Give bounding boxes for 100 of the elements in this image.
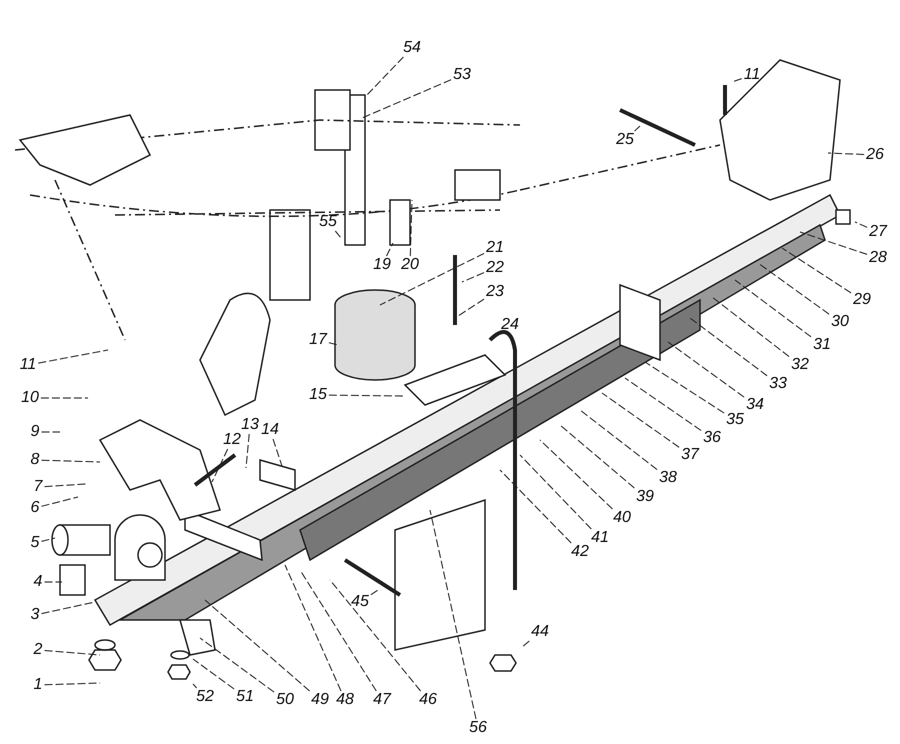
callout-number: 54 xyxy=(403,40,421,56)
callout-number: 21 xyxy=(486,240,504,256)
leader-line xyxy=(690,318,768,376)
leader-line xyxy=(366,56,404,96)
leader-line xyxy=(758,262,830,315)
leader-line xyxy=(458,298,485,316)
callout-number: 34 xyxy=(746,397,764,413)
leader-line xyxy=(300,570,377,692)
leader-line xyxy=(204,600,310,692)
leader-line xyxy=(712,296,790,358)
leader-line xyxy=(284,564,342,692)
leader-line xyxy=(520,640,530,648)
leader-line xyxy=(644,362,725,414)
callout-number: 29 xyxy=(853,292,871,308)
leader-line xyxy=(44,650,100,656)
leader-line xyxy=(334,230,342,238)
callout-number: 4 xyxy=(34,574,42,590)
callout-number: 33 xyxy=(769,376,787,392)
callout-number: 50 xyxy=(276,692,294,708)
leader-line xyxy=(410,200,412,256)
callout-number: 40 xyxy=(613,510,631,526)
callout-number: 25 xyxy=(616,132,634,148)
callout-number: 31 xyxy=(813,337,831,353)
leader-line xyxy=(41,602,96,614)
leader-line xyxy=(500,470,572,544)
leader-line xyxy=(828,152,865,155)
callout-number: 5 xyxy=(30,535,40,551)
callout-number: 48 xyxy=(336,692,354,708)
leader-line xyxy=(800,232,868,255)
leader-line xyxy=(41,538,56,542)
leader-line xyxy=(386,242,394,256)
leader-line xyxy=(560,424,635,488)
callout-number: 35 xyxy=(726,412,744,428)
callout-number: 41 xyxy=(591,530,609,546)
callout-number: 46 xyxy=(419,692,437,708)
callout-number: 53 xyxy=(453,67,471,83)
callout-number: 15 xyxy=(309,387,327,403)
callout-number: 14 xyxy=(261,422,279,438)
callout-number: 6 xyxy=(30,500,40,516)
callout-number: 7 xyxy=(34,479,42,495)
leader-line xyxy=(272,438,282,466)
callout-number: 8 xyxy=(30,452,40,468)
callout-number: 42 xyxy=(571,544,589,560)
callout-number: 56 xyxy=(469,720,487,736)
leader-line xyxy=(41,460,100,462)
leader-line xyxy=(602,392,680,448)
leader-line xyxy=(854,222,868,228)
callout-number: 45 xyxy=(351,594,369,610)
leader-line xyxy=(782,248,852,294)
callout-number: 20 xyxy=(401,257,419,273)
leader-line xyxy=(44,682,100,686)
leader-line xyxy=(212,448,228,482)
leader-line xyxy=(580,410,658,470)
callout-number: 24 xyxy=(501,317,519,333)
callout-number: 32 xyxy=(791,357,809,373)
callout-number: 39 xyxy=(636,489,654,505)
leader-line xyxy=(668,342,745,398)
callout-number: 2 xyxy=(34,642,42,658)
callout-number: 1 xyxy=(34,677,42,693)
callout-number: 3 xyxy=(30,607,40,623)
leader-line xyxy=(38,350,108,364)
callout-number: 36 xyxy=(703,430,721,446)
leader-line xyxy=(734,280,812,338)
leader-line xyxy=(492,334,500,340)
leader-line xyxy=(634,126,640,132)
callout-number: 19 xyxy=(373,257,391,273)
leader-line xyxy=(624,378,702,431)
callout-number: 47 xyxy=(373,692,391,708)
leader-line xyxy=(44,484,86,488)
callout-number: 27 xyxy=(869,224,887,240)
callout-number: 28 xyxy=(869,250,887,266)
callout-number: 17 xyxy=(309,332,327,348)
callout-number: 38 xyxy=(659,470,677,486)
leader-line xyxy=(370,590,378,596)
leader-line xyxy=(41,496,78,507)
leader-line xyxy=(520,454,592,530)
callout-number: 13 xyxy=(241,417,259,433)
callout-number: 37 xyxy=(681,447,699,463)
callout-number: 11 xyxy=(20,357,36,373)
callout-number: 55 xyxy=(319,214,337,230)
leader-line xyxy=(192,658,235,690)
callout-number: 26 xyxy=(866,147,884,163)
leader-line xyxy=(430,510,476,720)
callout-number: 10 xyxy=(21,390,39,406)
callout-number: 12 xyxy=(223,432,241,448)
callout-number: 9 xyxy=(30,424,40,440)
callout-number: 23 xyxy=(486,284,504,300)
leader-line xyxy=(330,580,422,692)
leader-line xyxy=(328,394,406,396)
leader-line xyxy=(462,272,485,282)
leader-line xyxy=(362,79,452,118)
callout-number: 52 xyxy=(196,689,214,705)
leader-line xyxy=(540,440,613,510)
callout-number: 30 xyxy=(831,314,849,330)
callout-number: 22 xyxy=(486,260,504,276)
leader-line xyxy=(380,252,485,306)
callout-number: 51 xyxy=(236,689,254,705)
leader-line xyxy=(732,78,742,82)
leader-line xyxy=(328,342,338,346)
callout-number: 11 xyxy=(744,67,760,83)
